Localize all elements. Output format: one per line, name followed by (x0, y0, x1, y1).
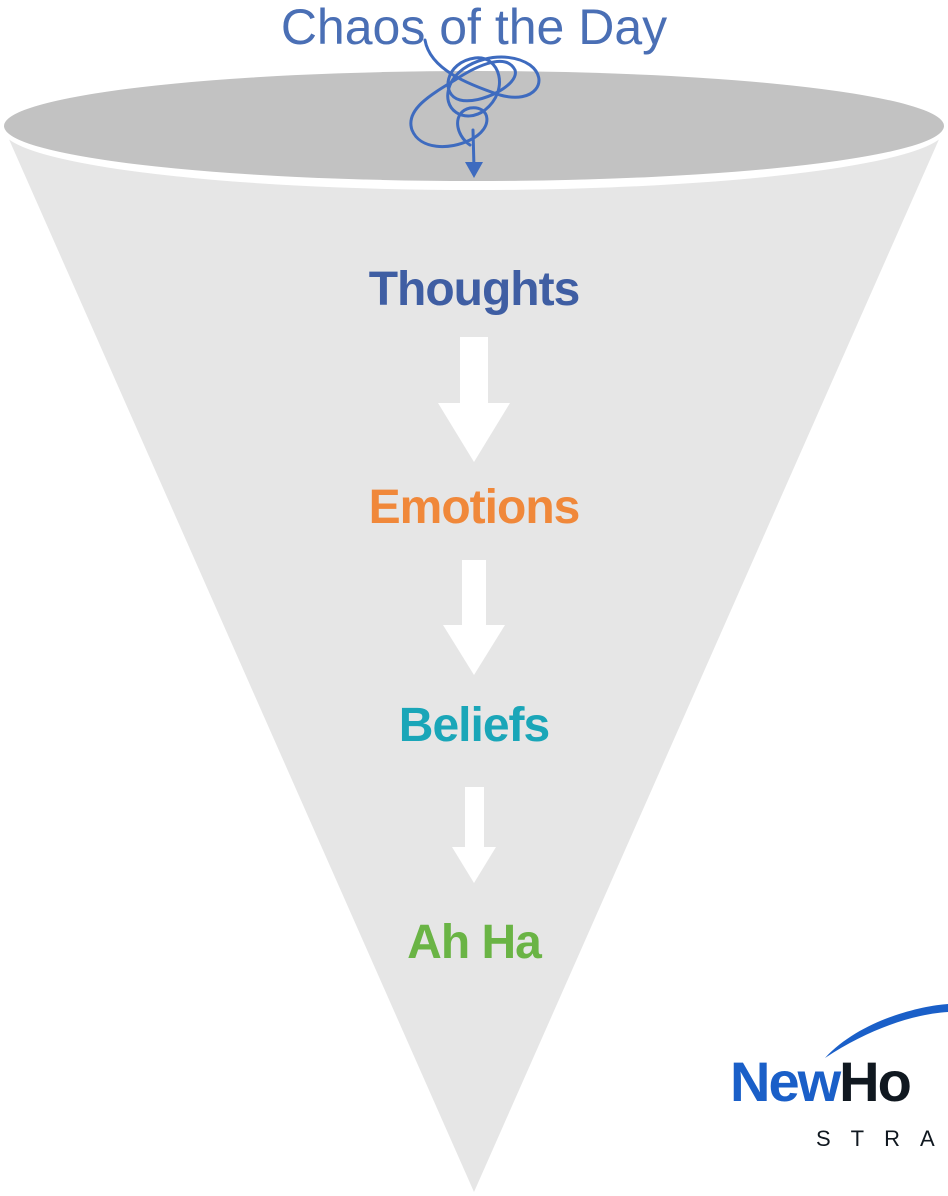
stage-label-emotions: Emotions (368, 481, 581, 534)
stage-label-beliefs: Beliefs (398, 699, 550, 752)
logo-subtext: STRA (816, 1126, 948, 1151)
down-arrow-icon (452, 787, 496, 883)
company-logo: NewHo STRA (730, 1000, 948, 1196)
funnel-opening (4, 71, 944, 181)
down-arrow-icon (443, 560, 505, 675)
tangled-scribble-arrow-icon (409, 38, 541, 178)
diagram-title: Chaos of the Day (280, 0, 668, 55)
logo-wordmark: NewHo (730, 1050, 912, 1114)
logo-swoosh-icon (825, 1004, 948, 1058)
stage-label-ah-ha: Ah Ha (407, 916, 542, 969)
logo-word-ho: Ho (839, 1050, 912, 1113)
stage-label-thoughts: Thoughts (368, 263, 581, 316)
down-arrow-icon (438, 337, 510, 462)
logo-word-new: New (730, 1050, 841, 1113)
